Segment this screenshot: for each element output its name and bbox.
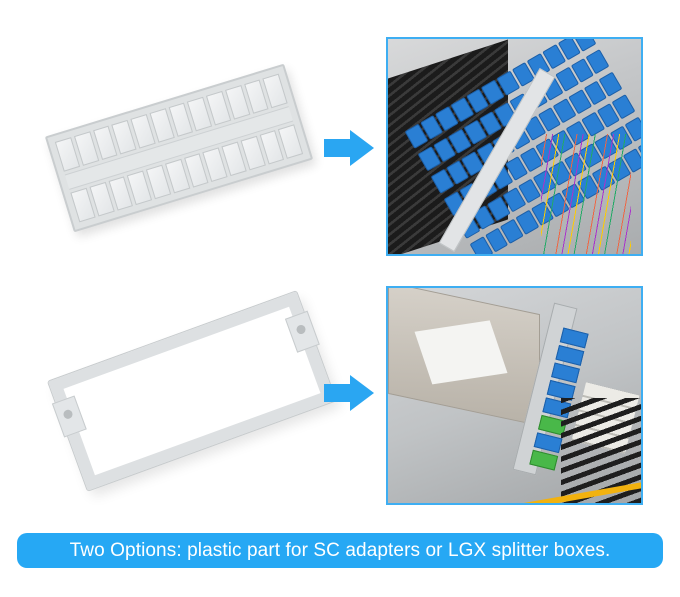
adapter-plate-body	[44, 63, 314, 233]
caption-banner: Two Options: plastic part for SC adapter…	[17, 533, 663, 568]
colored-fiber-pigtails	[541, 134, 631, 254]
splitter-label	[414, 320, 508, 385]
lgx-splitter-box	[388, 288, 540, 427]
sc-adapter-plastic-plate	[40, 60, 314, 233]
arrow-right-icon	[324, 375, 374, 411]
arrow-right-icon	[324, 130, 374, 166]
caption-text: Two Options: plastic part for SC adapter…	[69, 539, 611, 561]
sc-adapters-installed-photo	[386, 37, 643, 256]
mounting-ear-right	[284, 310, 320, 353]
screw-hole-icon	[295, 323, 307, 336]
lgx-plastic-frame	[40, 285, 336, 491]
lgx-frame-body	[48, 291, 336, 491]
mounting-ear-left	[51, 395, 87, 438]
lgx-splitter-installed-photo	[386, 286, 643, 505]
screw-hole-icon	[62, 408, 74, 421]
